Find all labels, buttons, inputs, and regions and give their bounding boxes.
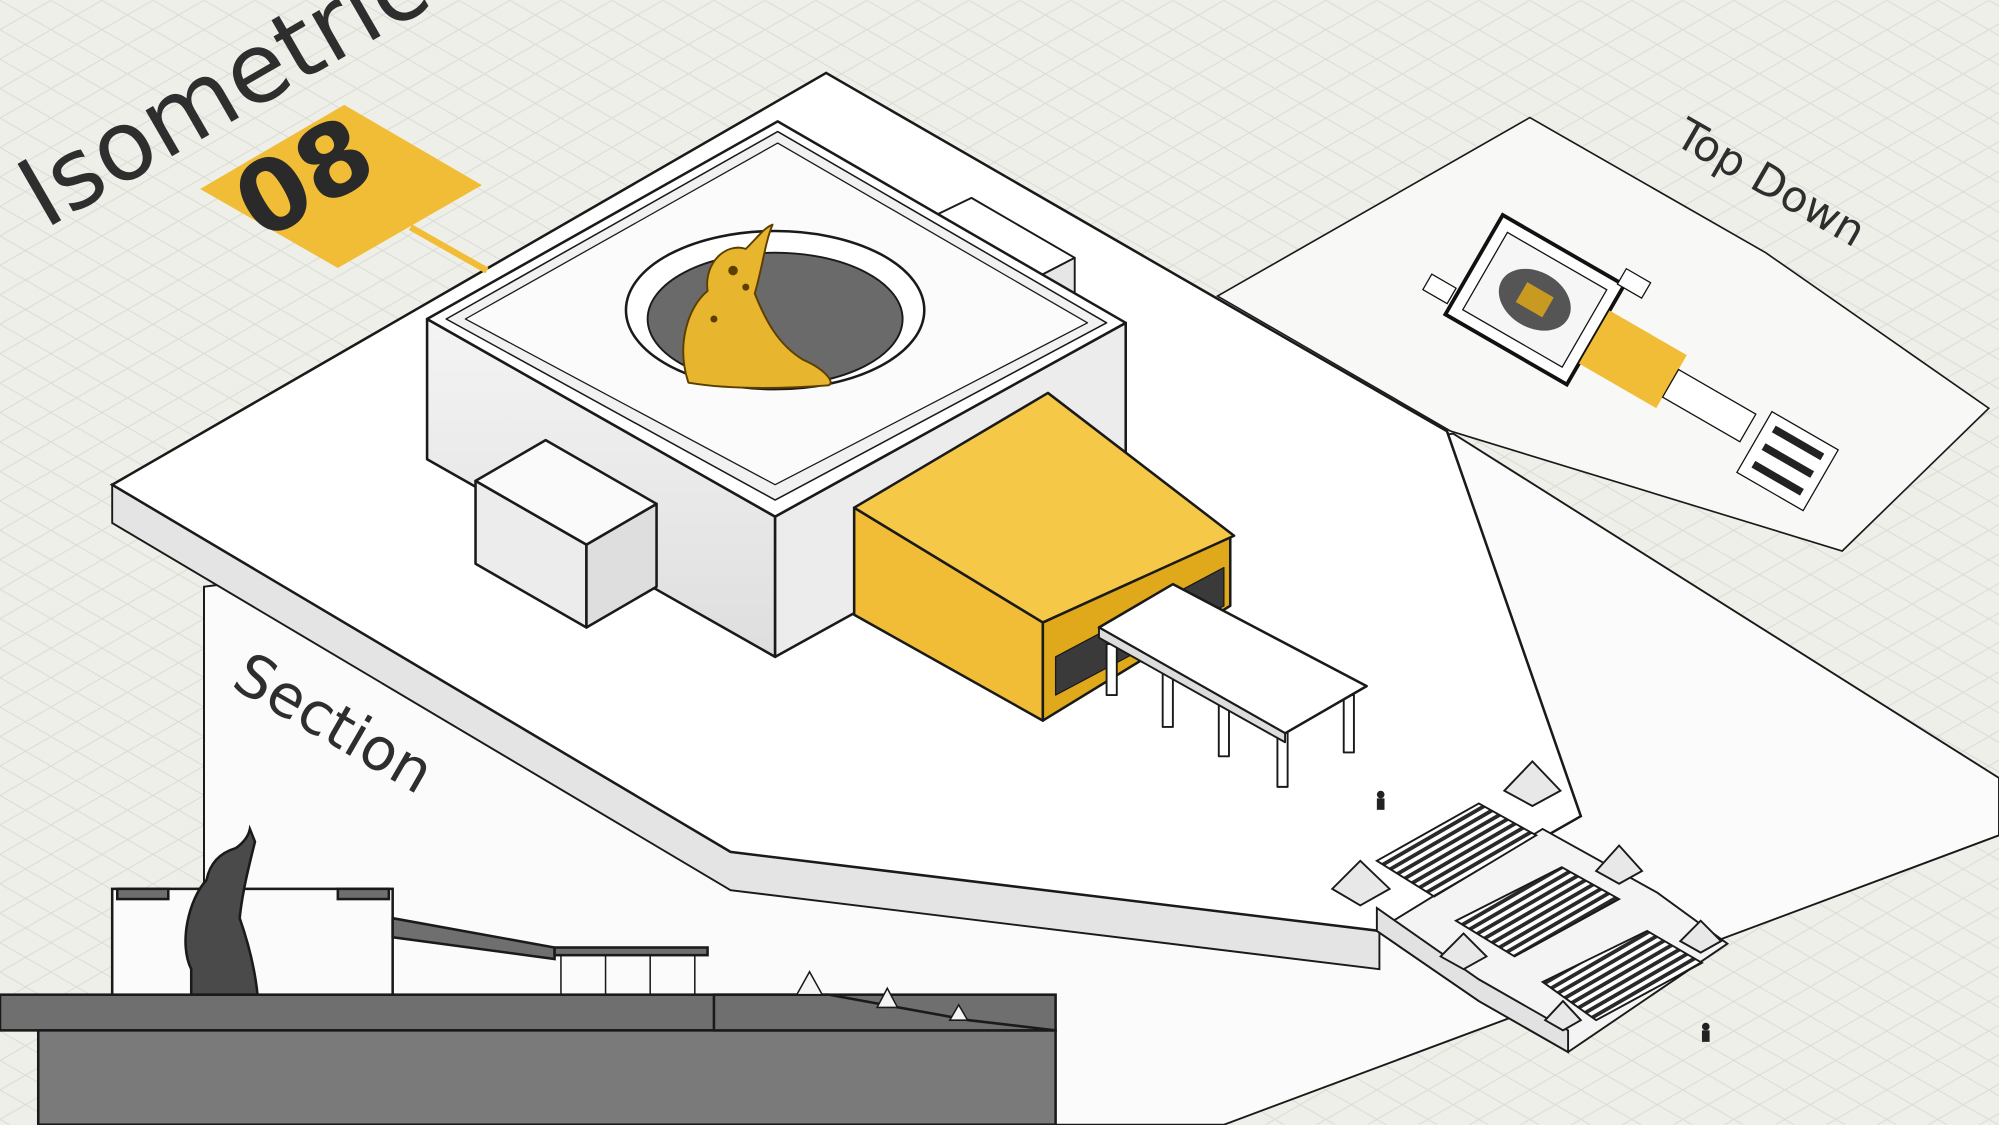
canopy [1097, 582, 1368, 788]
main-building [425, 120, 1368, 788]
section-drawing [0, 824, 1057, 1125]
stairs [1330, 759, 1730, 1054]
top-down-tunnel [1578, 310, 1687, 409]
human-figures [1376, 790, 1710, 1042]
pyramid-markers [1330, 759, 1723, 1032]
statue [682, 223, 832, 389]
